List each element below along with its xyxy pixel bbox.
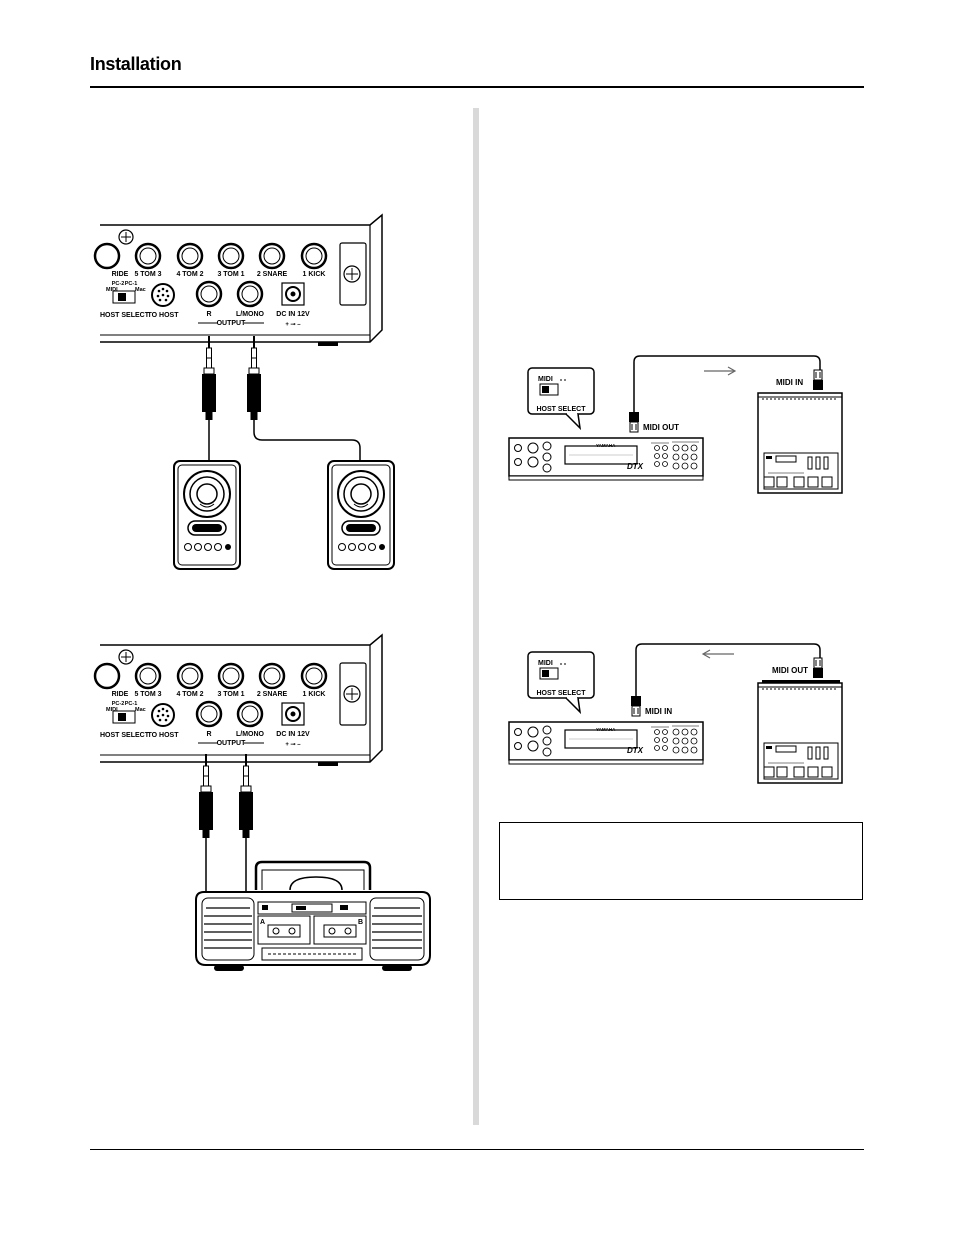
output-r-label-2: R: [206, 731, 211, 738]
output-l-label: L/MONO: [236, 311, 265, 318]
cable-left: [253, 420, 361, 468]
jack-label-snare-2: 2 SNARE: [257, 691, 288, 698]
switch-label-pc1: PC-1: [125, 281, 138, 287]
arrow-right-icon: [704, 366, 737, 376]
speaker-connection-diagram: RIDE 5 TOM 3 4 TOM 2 3 TOM 1 2 SNARE 1 K…: [93, 213, 395, 570]
dc-in-label-2: DC IN 12V: [276, 731, 310, 738]
jack-label-kick: 1 KICK: [303, 271, 326, 278]
header-rule: [90, 86, 864, 88]
plug-right: [201, 335, 217, 421]
jack-label-tom3-2: 5 TOM 3: [134, 691, 161, 698]
deck-b-label: B: [358, 919, 363, 926]
callout-midi-label: MIDI: [538, 376, 553, 383]
output-r-label: R: [206, 311, 211, 318]
plug-boombox-r: [198, 753, 214, 839]
brand-label-2: YAMAHA: [596, 727, 616, 732]
midi-in-label-2: MIDI IN: [645, 707, 672, 716]
jack-label-ride: RIDE: [112, 271, 129, 278]
jack-label-kick-2: 1 KICK: [303, 691, 326, 698]
dc-in-label: DC IN 12V: [276, 311, 310, 318]
speaker-left: [327, 460, 395, 570]
plug-left: [246, 335, 262, 421]
switch-label-pc2: PC-2: [112, 281, 125, 287]
to-host-label-2: TO HOST: [148, 732, 180, 739]
jack-label-tom3: 5 TOM 3: [134, 271, 161, 278]
jack-label-tom2: 4 TOM 2: [176, 271, 203, 278]
boombox: A B: [195, 860, 431, 971]
midi-in-diagram: MIDI HOST SELECT YAMAHA MIDI IN MIDI OUT: [508, 643, 843, 784]
deck-a-label: A: [260, 919, 265, 926]
callout-host-select: HOST SELECT: [536, 406, 586, 413]
midi-out-plug-2: [812, 657, 824, 679]
switch-label-pc2-2: PC-2: [112, 701, 125, 707]
switch-label-midi: MIDI: [106, 287, 118, 293]
column-divider: [473, 108, 479, 1125]
jack-label-tom2-2: 4 TOM 2: [176, 691, 203, 698]
callout-host-select-2: HOST SELECT: [536, 690, 586, 697]
switch-label-midi-2: MIDI: [106, 707, 118, 713]
tone-generator-2: [757, 682, 843, 784]
output-label-2: OUTPUT: [217, 740, 247, 747]
switch-label-pc1-2: PC-1: [125, 701, 138, 707]
host-select-label: HOST SELECT: [100, 312, 150, 319]
switch-label-mac: Mac: [135, 287, 146, 293]
midi-out-plug: [628, 411, 640, 433]
jack-label-snare: 2 SNARE: [257, 271, 288, 278]
to-host-label: TO HOST: [148, 312, 180, 319]
jack-label-tom1-2: 3 TOM 1: [217, 691, 244, 698]
callout-midi-label-2: MIDI: [538, 660, 553, 667]
midi-out-label-2: MIDI OUT: [772, 666, 808, 675]
midi-in-plug: [812, 369, 824, 391]
midi-in-label: MIDI IN: [776, 378, 803, 387]
brand-label: YAMAHA: [596, 443, 616, 448]
midi-cable-1: [633, 355, 821, 412]
midi-out-diagram: MIDI HOST SELECT YAMAHA MIDI OUT MIDI IN: [508, 355, 843, 494]
output-l-label-2: L/MONO: [236, 731, 265, 738]
midi-out-label: MIDI OUT: [643, 423, 679, 432]
jack-label-tom1: 3 TOM 1: [217, 271, 244, 278]
plug-boombox-l: [238, 753, 254, 839]
output-label: OUTPUT: [217, 320, 247, 327]
tone-generator-1: [757, 392, 843, 494]
arrow-left-icon: [701, 649, 734, 659]
host-select-label-2: HOST SELECT: [100, 732, 150, 739]
note-box: [499, 822, 863, 900]
midi-in-plug-2: [630, 695, 642, 717]
dc-polarity-label: + ⊸ –: [285, 322, 301, 328]
page-title: Installation: [90, 54, 182, 74]
jack-label-ride-2: RIDE: [112, 691, 129, 698]
switch-label-mac-2: Mac: [135, 707, 146, 713]
footer-rule: [90, 1149, 864, 1150]
midi-cable-2: [635, 643, 821, 696]
speaker-right: [173, 460, 241, 570]
dc-polarity-label-2: + ⊸ –: [285, 742, 301, 748]
boombox-connection-diagram: RIDE 5 TOM 3 4 TOM 2 3 TOM 1 2 SNARE 1 K…: [93, 633, 431, 971]
